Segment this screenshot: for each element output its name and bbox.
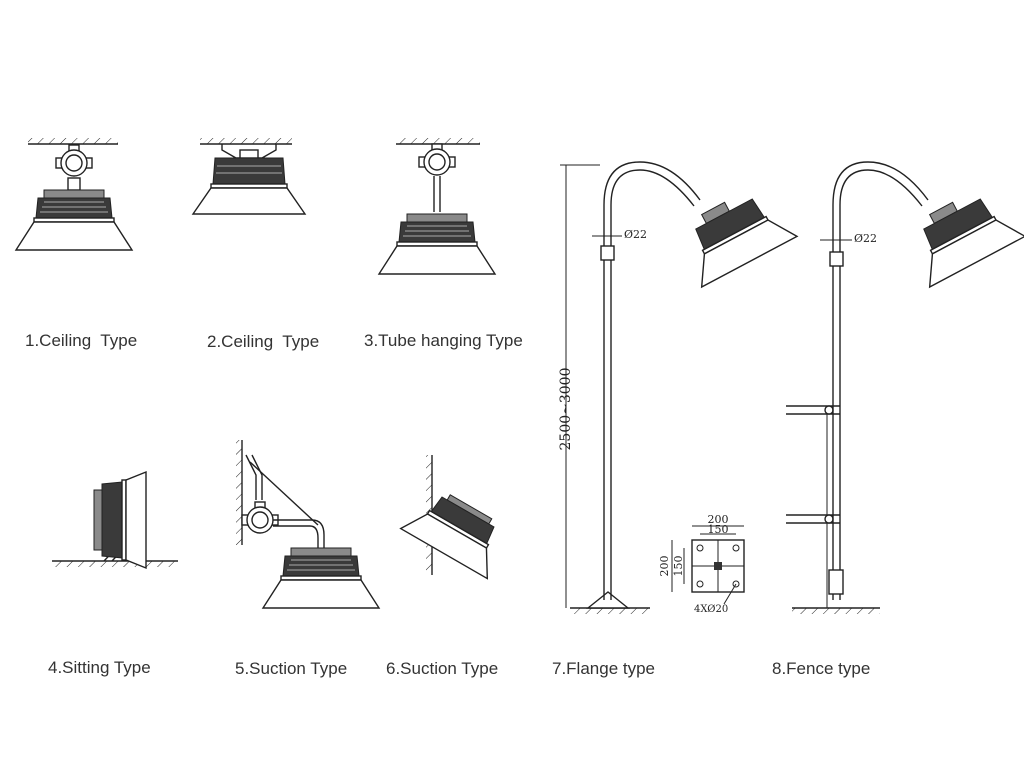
dim-pole-height: 2500~3000 — [558, 368, 574, 451]
figure-sitting-type — [52, 470, 178, 570]
dim-pole-diameter-7: Ø22 — [624, 228, 647, 241]
figure-flange-type: Ø22 2500~3000 200 150 200 150 4XØ20 — [558, 161, 799, 615]
flange-plate-detail: 200 150 200 150 4XØ20 — [658, 513, 745, 615]
dim-flange-holes: 4XØ20 — [694, 604, 728, 615]
dim-flange-height-inner: 150 — [672, 556, 685, 577]
figure-ceiling-type-2 — [191, 138, 307, 215]
caption-tube-hanging-type: 3.Tube hanging Type — [364, 331, 523, 350]
figure-fence-type: Ø22 — [786, 161, 1024, 614]
caption-sitting-type: 4.Sitting Type — [48, 658, 151, 677]
figure-suction-type-6 — [399, 455, 495, 580]
dim-flange-width-outer: 200 — [708, 513, 729, 526]
figure-ceiling-type-1 — [15, 138, 133, 251]
dim-flange-width-inner: 150 — [708, 523, 729, 536]
caption-ceiling-type-1: 1.Ceiling Type — [25, 331, 138, 350]
dim-flange-height-outer: 200 — [658, 556, 671, 577]
dim-pole-diameter-8: Ø22 — [854, 232, 877, 245]
figure-tube-hanging-type — [378, 138, 496, 275]
caption-fence-type: 8.Fence type — [772, 659, 871, 678]
caption-flange-type: 7.Flange type — [552, 659, 656, 678]
caption-suction-type-6: 6.Suction Type — [386, 659, 499, 678]
caption-suction-type-5: 5.Suction Type — [235, 659, 348, 678]
figure-suction-type-5 — [236, 440, 380, 609]
caption-ceiling-type-2: 2.Ceiling Type — [207, 332, 320, 351]
